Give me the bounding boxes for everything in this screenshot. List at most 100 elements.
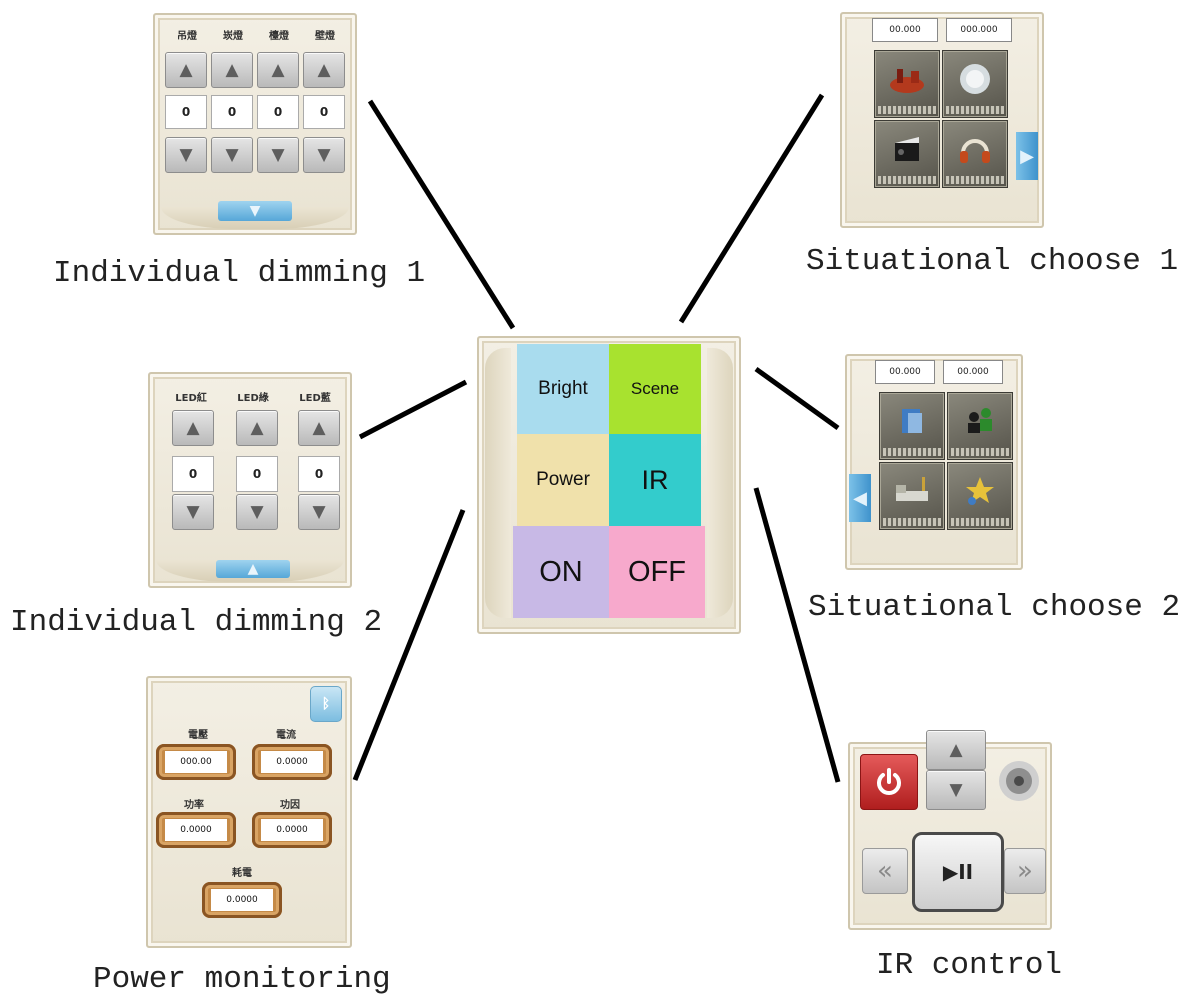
caption-individual-dimming-1: Individual dimming 1 [53,256,426,291]
dimming1-up-button-3[interactable]: ▲ [257,52,299,88]
dimming1-up-button-4[interactable]: ▲ [303,52,345,88]
current-readout: 0.0000 [252,744,332,780]
off-button[interactable]: OFF [609,526,705,618]
dimming2-down-button-2[interactable]: ▼ [236,494,278,530]
dimming2-value-2: 0 [236,456,278,492]
energy-value: 0.0000 [211,889,273,911]
connector-ir [753,487,841,783]
scene1-tile-2[interactable] [942,50,1008,118]
dimming1-down-button-2[interactable]: ▼ [211,137,253,173]
ir-play-pause-button[interactable]: ▶II [912,832,1004,912]
connector-dimming2 [358,379,468,440]
ir-control-panel: ▲ ▼ « ▶II » [848,730,1052,930]
dimming2-up-button-3[interactable]: ▲ [298,410,340,446]
music-headphones-scene-icon [960,139,990,163]
dimming2-down-button-3[interactable]: ▼ [298,494,340,530]
scene2-tile-4[interactable] [947,462,1013,530]
power-monitoring-panel: ᛒ 電壓 電流 000.00 0.0000 功率 功因 0.0000 0.000… [146,676,352,948]
ir-rewind-button[interactable]: « [862,848,908,894]
ir-speaker-button[interactable] [994,756,1044,806]
caption-power-monitoring: Power monitoring [93,962,391,997]
scene1-next-page-button[interactable]: ▶ [1016,132,1038,180]
ir-forward-button[interactable]: » [1004,848,1046,894]
dimming2-down-button-1[interactable]: ▼ [172,494,214,530]
dimming1-value-4: 0 [303,95,345,129]
current-label: 電流 [276,730,296,741]
bright-button[interactable]: Bright [517,344,609,434]
voltage-label: 電壓 [188,730,208,741]
ir-volume-down-button[interactable]: ▼ [926,770,986,810]
rewind-icon: « [877,856,893,886]
situational-choose-2-panel: 00.000 00.000 ◀ [845,354,1023,570]
dimming1-up-button-1[interactable]: ▲ [165,52,207,88]
dimming1-header-2: 崁燈 [223,31,243,42]
scene-button[interactable]: Scene [609,344,701,434]
play-pause-icon: ▶II [942,860,974,884]
scene2-tile-3[interactable] [879,462,945,530]
dimming1-header-1: 吊燈 [177,31,197,42]
caption-situational-choose-2: Situational choose 2 [808,590,1181,625]
forward-icon: » [1017,856,1033,886]
energy-label: 耗電 [232,868,252,879]
bright-button-label: Bright [538,378,588,399]
current-value: 0.0000 [261,751,323,773]
scene1-readout-1: 00.000 [872,18,938,42]
dimming1-value-1: 0 [165,95,207,129]
dimming1-page-down-button[interactable]: ▼ [218,201,292,221]
dimming2-header-1: LED紅 [175,393,207,404]
connector-power [352,509,466,781]
voltage-readout: 000.00 [156,744,236,780]
sleep-scene-icon [896,477,928,501]
connector-dimming1 [367,99,516,330]
power-factor-readout: 0.0000 [252,812,332,848]
dimming2-up-button-1[interactable]: ▲ [172,410,214,446]
scene2-tile-2[interactable] [947,392,1013,460]
dimming1-value-2: 0 [211,95,253,129]
on-button[interactable]: ON [513,526,609,618]
dimming2-header-2: LED綠 [237,393,269,404]
scene1-tile-3[interactable] [874,120,940,188]
power-button[interactable]: Power [517,434,609,526]
energy-readout: 0.0000 [202,882,282,918]
bluetooth-icon[interactable]: ᛒ [310,686,342,722]
meal-plate-scene-icon [960,64,990,94]
scene1-tile-4[interactable] [942,120,1008,188]
dimming1-header-3: 檯燈 [269,31,289,42]
on-button-label: ON [539,555,583,588]
dimming1-up-button-2[interactable]: ▲ [211,52,253,88]
movie-scene-icon [895,137,919,161]
power-label: 功率 [184,800,204,811]
dimming1-down-button-3[interactable]: ▼ [257,137,299,173]
speaker-icon [999,761,1039,801]
ir-button[interactable]: IR [609,434,701,526]
power-factor-value: 0.0000 [261,819,323,841]
scene2-tile-1[interactable] [879,392,945,460]
individual-dimming-1-panel: 吊燈 崁燈 檯燈 壁燈 ▲ ▲ ▲ ▲ 0 0 0 0 ▼ ▼ ▼ ▼ ▼ [153,13,357,235]
power-factor-label: 功因 [280,800,300,811]
main-menu-right-bezel [707,348,733,618]
dimming2-page-up-button[interactable]: ▲ [216,560,290,578]
dimming1-down-button-1[interactable]: ▼ [165,137,207,173]
power-readout: 0.0000 [156,812,236,848]
dimming2-up-button-2[interactable]: ▲ [236,410,278,446]
dining-scene-icon [890,69,924,93]
main-menu-panel: Bright Scene Power IR ON OFF [477,336,741,634]
meeting-scene-icon [968,408,992,433]
caption-individual-dimming-2: Individual dimming 2 [10,605,383,640]
ir-volume-up-button[interactable]: ▲ [926,730,986,770]
scene2-previous-page-button[interactable]: ◀ [849,474,871,522]
power-button-label: Power [536,469,590,490]
caption-ir-control: IR control [876,948,1063,983]
scene1-tile-1[interactable] [874,50,940,118]
scene1-readout-2: 000.000 [946,18,1012,42]
reading-scene-icon [902,409,922,433]
off-button-label: OFF [628,555,686,588]
ir-button-label: IR [641,464,669,495]
caption-situational-choose-1: Situational choose 1 [806,244,1179,279]
dimming1-down-button-4[interactable]: ▼ [303,137,345,173]
ir-power-button[interactable] [860,754,918,810]
dimming2-value-3: 0 [298,456,340,492]
scene2-readout-2: 00.000 [943,360,1003,384]
dimming2-header-3: LED藍 [299,393,331,404]
power-icon [877,768,901,795]
